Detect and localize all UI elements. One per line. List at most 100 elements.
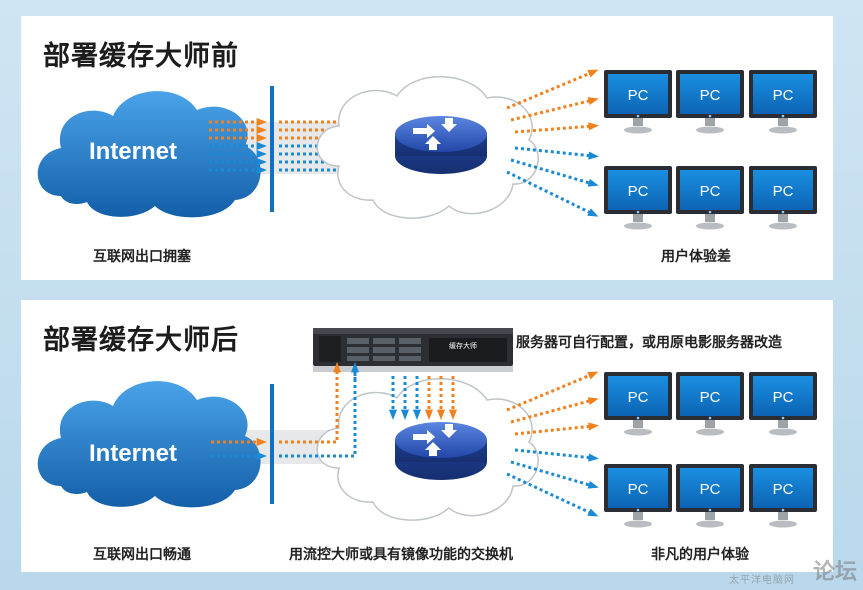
internet-label: Internet: [89, 138, 177, 165]
pc-icon: PC: [604, 70, 672, 134]
router-icon: [395, 116, 487, 174]
internet-cloud-icon: [37, 381, 261, 508]
flow-arrowhead: [587, 178, 599, 187]
svg-text:PC: PC: [700, 481, 721, 498]
pc-icon: PC: [749, 372, 817, 436]
pc-icon: PC: [604, 372, 672, 436]
flow-line: [506, 372, 594, 412]
flow-arrowhead: [256, 149, 267, 159]
cache-server-icon: 缓存大师: [313, 328, 513, 372]
before-title: 部署缓存大师前: [43, 41, 239, 72]
pc-icon: PC: [604, 166, 672, 230]
flow-arrowhead: [388, 409, 398, 420]
incoming-flows: [211, 437, 267, 461]
flow-arrowhead: [588, 453, 599, 462]
svg-text:PC: PC: [700, 87, 721, 104]
internet-label: Internet: [89, 440, 177, 467]
after-caption-right: 非凡的用户体验: [651, 547, 749, 563]
before-caption-right: 用户体验差: [661, 249, 731, 265]
firewall-bar: [270, 86, 274, 212]
flow-line: [514, 146, 594, 158]
flow-line: [506, 472, 594, 516]
server-flows: [279, 362, 458, 458]
before-diagram: Internet PC PC PC PC PC PC: [37, 69, 817, 230]
flow-line: [506, 170, 594, 216]
internet-cloud-icon: [37, 91, 261, 218]
flow-arrowhead: [448, 409, 458, 420]
svg-text:PC: PC: [700, 183, 721, 200]
flow-arrowhead: [350, 362, 360, 373]
flow-arrowhead: [256, 437, 267, 447]
svg-text:PC: PC: [628, 183, 649, 200]
flow-arrowhead: [587, 371, 599, 380]
pc-icon: PC: [749, 70, 817, 134]
firewall-bar: [270, 384, 274, 504]
flow-line: [514, 124, 594, 134]
flow-arrowhead: [587, 208, 599, 217]
pc-icon: PC: [676, 166, 744, 230]
server-brand-label: 缓存大师: [449, 341, 477, 350]
flow-arrowhead: [256, 133, 267, 143]
flow-arrowhead: [332, 362, 342, 373]
flow-arrowhead: [587, 69, 599, 78]
watermark-subtext: 太平洋电脑网: [729, 575, 795, 586]
pc-icon: PC: [676, 464, 744, 528]
watermark: 论坛 太平洋电脑网: [729, 554, 857, 586]
after-panel: 部署缓存大师后 Internet 缓存大师: [21, 300, 833, 572]
outgoing-flows: [506, 371, 599, 517]
svg-text:PC: PC: [773, 183, 794, 200]
flow-line: [279, 374, 339, 444]
flow-arrowhead: [412, 409, 422, 420]
flow-arrowhead: [588, 122, 599, 131]
flow-line: [506, 70, 594, 110]
outgoing-flows: [506, 69, 599, 217]
pc-icon: PC: [676, 70, 744, 134]
pc-icon: PC: [749, 166, 817, 230]
after-caption-left: 互联网出口畅通: [93, 547, 191, 563]
pc-icon: PC: [676, 372, 744, 436]
pc-group-bottom: PC PC PC: [604, 464, 817, 528]
flow-line: [510, 158, 594, 186]
flow-arrowhead: [256, 157, 267, 167]
flow-line: [510, 398, 594, 424]
flow-arrowhead: [587, 97, 599, 105]
watermark-text: 论坛: [812, 560, 857, 585]
svg-text:PC: PC: [773, 389, 794, 406]
flow-arrowhead: [424, 409, 434, 420]
pc-icon: PC: [749, 464, 817, 528]
flow-arrowhead: [256, 125, 267, 135]
after-diagram: Internet 缓存大师 PC PC: [37, 328, 817, 528]
pc-group-top: PC PC PC: [604, 70, 817, 134]
flow-line: [514, 448, 594, 460]
pc-group-top: PC PC PC: [604, 372, 817, 436]
svg-text:PC: PC: [628, 87, 649, 104]
flow-line: [514, 424, 594, 436]
flow-arrowhead: [588, 422, 599, 431]
pc-icon: PC: [604, 464, 672, 528]
flow-arrowhead: [256, 141, 267, 151]
svg-text:PC: PC: [773, 481, 794, 498]
flow-arrowhead: [256, 165, 267, 175]
flow-arrowhead: [256, 451, 267, 461]
before-caption-left: 互联网出口拥塞: [93, 249, 191, 265]
pc-group-bottom: PC PC PC: [604, 166, 817, 230]
before-panel: 部署缓存大师前: [21, 16, 833, 280]
svg-text:PC: PC: [628, 389, 649, 406]
flow-line: [279, 374, 357, 458]
svg-text:PC: PC: [628, 481, 649, 498]
flow-arrowhead: [588, 151, 599, 160]
flow-arrowhead: [436, 409, 446, 420]
server-note: 服务器可自行配置，或用原电影服务器改造: [516, 335, 782, 351]
flow-arrowhead: [587, 508, 599, 517]
after-caption-middle: 用流控大师或具有镜像功能的交换机: [289, 547, 513, 563]
flow-arrowhead: [400, 409, 410, 420]
svg-text:PC: PC: [700, 389, 721, 406]
svg-text:PC: PC: [773, 87, 794, 104]
flow-arrowhead: [587, 480, 599, 489]
flow-arrowhead: [256, 117, 267, 127]
flow-arrowhead: [587, 397, 599, 406]
after-title: 部署缓存大师后: [43, 325, 239, 356]
flow-line: [510, 98, 594, 122]
flow-line: [510, 460, 594, 488]
router-icon: [395, 422, 487, 480]
